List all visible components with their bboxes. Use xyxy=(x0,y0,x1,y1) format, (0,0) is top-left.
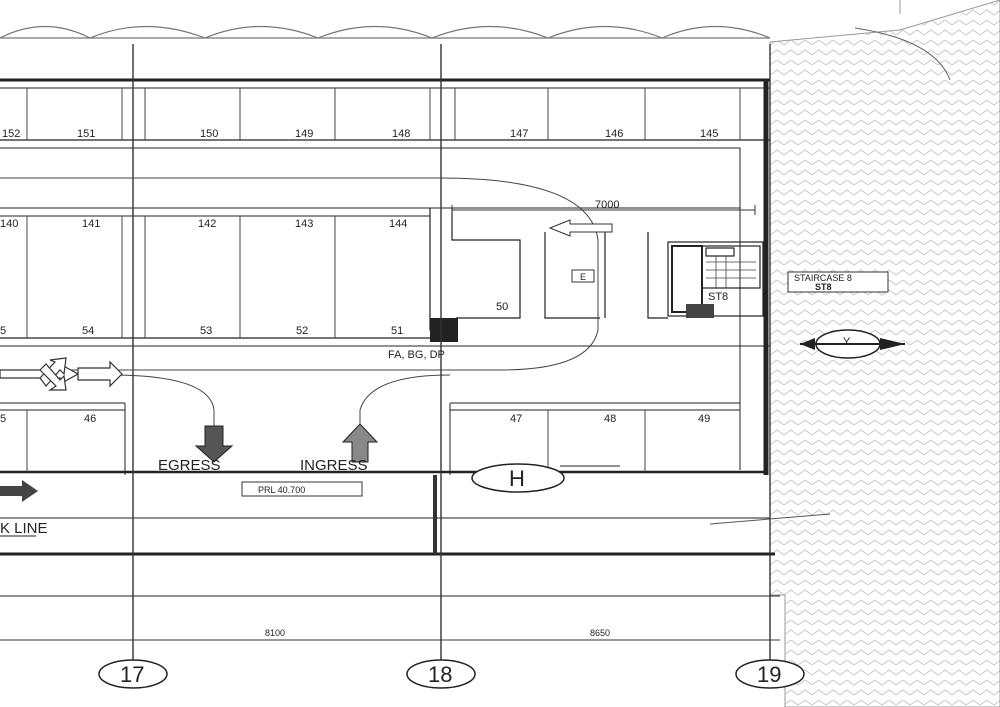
ramp-arrow-icon xyxy=(548,219,613,237)
bay-number: 151 xyxy=(77,128,95,140)
exit-arrow-icon xyxy=(0,480,38,502)
bay-number: 149 xyxy=(295,128,313,140)
grid-label-17: 17 xyxy=(120,662,144,687)
core-walls xyxy=(429,208,764,331)
bottom-dimension-line xyxy=(0,634,780,646)
grid-bubbles xyxy=(98,659,805,689)
h-marker-label: H xyxy=(509,466,525,491)
prl-label: PRL 40.700 xyxy=(258,485,305,495)
hatched-landscape-area xyxy=(769,0,1000,707)
lift-tag-box xyxy=(571,269,595,283)
staircase-code-in-tag: ST8 xyxy=(815,282,832,292)
prl-box xyxy=(241,481,363,497)
direction-arrows-icon xyxy=(0,357,123,391)
bay-number: 53 xyxy=(200,325,212,337)
stair-steps xyxy=(706,256,756,288)
utility-block xyxy=(430,318,458,342)
bay-number: 140 xyxy=(0,218,18,230)
parking-numbers-top: 152 151 150 149 148 147 146 145 xyxy=(2,128,718,140)
line-label: K LINE xyxy=(0,520,48,537)
bay-number: 49 xyxy=(698,413,710,425)
bay-number: 51 xyxy=(391,325,403,337)
dimension-left-label: 8100 xyxy=(265,628,285,638)
bay-number: 152 xyxy=(2,128,20,140)
stair-code-label: ST8 xyxy=(708,291,728,303)
parking-numbers-middle-lower: 5 54 53 52 51 xyxy=(0,325,403,337)
dimension-7000 xyxy=(451,205,756,215)
bay-number: 47 xyxy=(510,413,522,425)
bay-number: 5 xyxy=(0,413,6,425)
parking-numbers-middle-upper: 140 141 142 143 144 xyxy=(0,218,407,230)
landscape-arc xyxy=(854,27,951,81)
wedge-line xyxy=(709,513,831,525)
egress-arrow-icon xyxy=(194,425,234,463)
north-marker-label: Y xyxy=(843,336,851,348)
grid-column-lines xyxy=(132,44,771,660)
ingress-arrow-icon xyxy=(341,423,379,463)
bay-number: 150 xyxy=(200,128,218,140)
bay-number: 54 xyxy=(82,325,94,337)
bay-number: 5 xyxy=(0,325,6,337)
north-marker xyxy=(800,329,905,359)
bay-number: 147 xyxy=(510,128,528,140)
parking-bay-dividers xyxy=(26,88,741,472)
dimension-top-label: 7000 xyxy=(595,199,619,211)
staircase-tag-label: STAIRCASE 8 xyxy=(794,273,852,283)
bay-number: 48 xyxy=(604,413,616,425)
h-marker xyxy=(471,463,565,493)
ingress-label: INGRESS xyxy=(300,457,368,474)
lift-tag-label: E xyxy=(580,272,586,282)
grid-label-18: 18 xyxy=(428,662,452,687)
small-bay-number: 50 xyxy=(496,301,508,313)
grid-label-19: 19 xyxy=(757,662,781,687)
bay-number: 143 xyxy=(295,218,313,230)
dimension-right-label: 8650 xyxy=(590,628,610,638)
bay-number: 46 xyxy=(84,413,96,425)
building-walls xyxy=(0,78,780,597)
staircase-tag-box xyxy=(787,271,889,293)
scalloped-edge xyxy=(0,25,771,39)
traffic-flow-curves xyxy=(0,177,599,428)
bay-number: 144 xyxy=(389,218,407,230)
egress-label: EGRESS xyxy=(158,457,221,474)
bay-number: 141 xyxy=(82,218,100,230)
bay-number: 52 xyxy=(296,325,308,337)
bay-number: 142 xyxy=(198,218,216,230)
bay-number: 145 xyxy=(700,128,718,140)
bay-number: 146 xyxy=(605,128,623,140)
parking-numbers-bottom: 5 46 47 48 49 xyxy=(0,413,710,425)
hydrant-block xyxy=(686,304,714,318)
utilities-label: FA, BG, DP xyxy=(388,349,445,361)
bay-number: 148 xyxy=(392,128,410,140)
